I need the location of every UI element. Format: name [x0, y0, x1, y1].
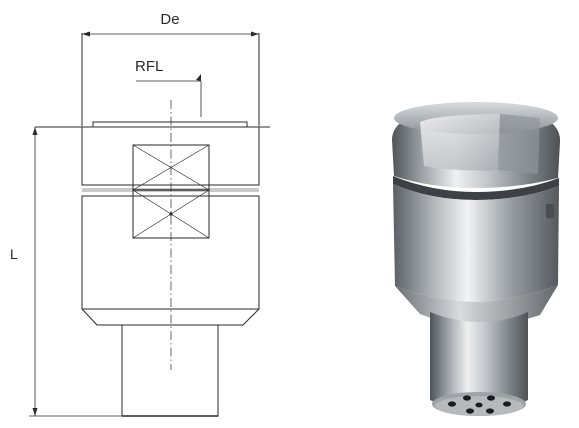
nozzle-body	[393, 184, 559, 302]
upper-body	[81, 126, 260, 186]
arrowhead	[82, 31, 90, 37]
wrench-flat	[420, 114, 500, 171]
length-label: L	[10, 246, 18, 262]
reference-label: RFL	[135, 58, 163, 75]
reference-leader	[136, 74, 202, 117]
length-dimension	[29, 127, 122, 417]
body-slot	[546, 204, 554, 218]
top-flat	[92, 121, 248, 128]
diameter-label: De	[160, 11, 179, 28]
nozzle-stem	[430, 312, 528, 412]
technical-drawing: De RFL	[10, 11, 270, 417]
nozzle-photo	[392, 102, 561, 416]
nozzle-groove	[393, 176, 559, 200]
arrowhead	[251, 31, 259, 37]
diameter-dimension	[81, 31, 260, 126]
stem	[121, 324, 219, 417]
chamfer	[81, 308, 260, 326]
spray-holes	[448, 395, 511, 414]
